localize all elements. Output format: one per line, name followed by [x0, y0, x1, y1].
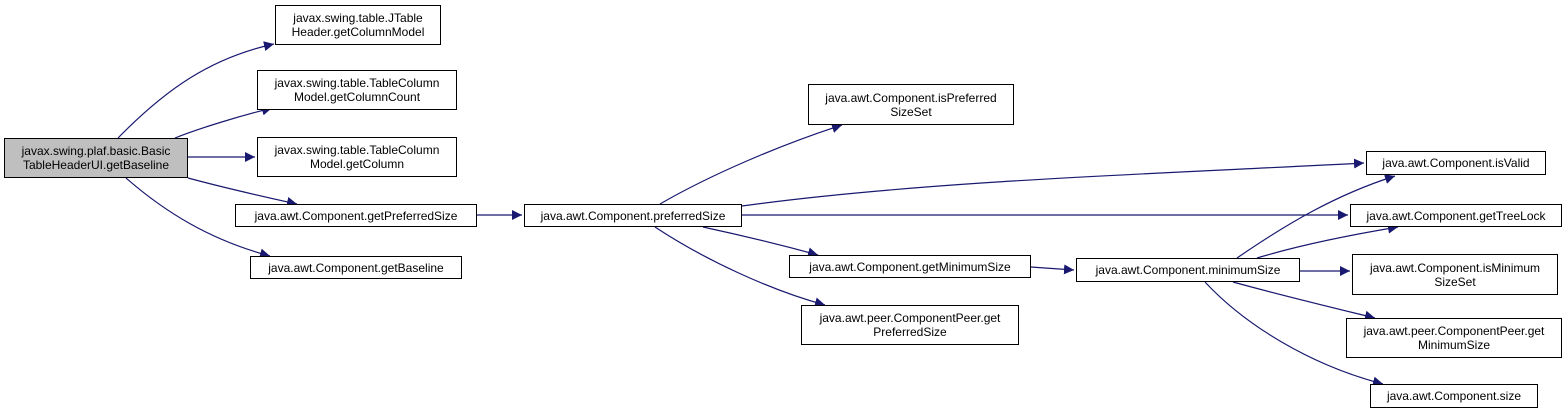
- node-componentpeer-getpreferredsize[interactable]: java.awt.peer.ComponentPeer.get Preferre…: [801, 305, 1019, 345]
- edge-preferredsize-to-isvalid: [741, 158, 1365, 207]
- node-label: java.awt.peer.ComponentPeer.get MinimumS…: [1363, 324, 1545, 352]
- edge-root-to-getcolumnmodel: [117, 41, 275, 139]
- node-jtableheader-getcolumnmodel[interactable]: javax.swing.table.JTable Header.getColum…: [275, 5, 441, 45]
- edge-preferredsize-to-ispreferredsizeset: [659, 123, 843, 205]
- node-label: javax.swing.table.TableColumn Model.getC…: [274, 143, 440, 171]
- node-component-isminimumsizeset[interactable]: java.awt.Component.isMinimum SizeSet: [1352, 254, 1558, 295]
- node-root: javax.swing.plaf.basic.Basic TableHeader…: [4, 138, 188, 178]
- node-component-getminimumsize[interactable]: java.awt.Component.getMinimumSize: [789, 255, 1031, 278]
- node-label: java.awt.Component.getPreferredSize: [254, 208, 458, 223]
- edge-minimumsize-to-size: [1204, 281, 1384, 387]
- node-label: java.awt.Component.isPreferred SizeSet: [825, 90, 997, 119]
- node-component-size[interactable]: java.awt.Component.size: [1370, 384, 1538, 408]
- node-label: java.awt.peer.ComponentPeer.get Preferre…: [819, 311, 1001, 339]
- node-label: java.awt.Component.isMinimum SizeSet: [1369, 260, 1541, 289]
- node-component-preferredsize[interactable]: java.awt.Component.preferredSize: [524, 204, 742, 227]
- node-componentpeer-getminimumsize[interactable]: java.awt.peer.ComponentPeer.get MinimumS…: [1346, 318, 1562, 358]
- node-label: java.awt.Component.size: [1386, 389, 1522, 403]
- node-component-isvalid[interactable]: java.awt.Component.isValid: [1366, 151, 1546, 175]
- edge-root-to-getpreferredsize: [187, 177, 298, 207]
- node-tablecolumnmodel-getcolumn[interactable]: javax.swing.table.TableColumn Model.getC…: [257, 137, 457, 177]
- edge-preferredsize-to-componentpeer-getpreferredsize: [654, 226, 826, 308]
- edge-minimumsize-to-componentpeer-getminimumsize: [1232, 281, 1376, 321]
- edge-getminimumsize-to-minimumsize: [1030, 264, 1075, 275]
- node-label: javax.swing.table.JTable Header.getColum…: [291, 11, 425, 39]
- node-label: java.awt.Component.minimumSize: [1095, 263, 1281, 277]
- node-tablecolumnmodel-getcolumncount[interactable]: javax.swing.table.TableColumn Model.getC…: [257, 70, 457, 110]
- node-label: java.awt.Component.preferredSize: [540, 208, 726, 223]
- node-label: java.awt.Component.getBaseline: [268, 260, 444, 275]
- edge-minimumsize-to-gettreelock: [1256, 223, 1399, 259]
- node-label: javax.swing.table.TableColumn Model.getC…: [274, 76, 440, 104]
- node-component-getbaseline[interactable]: java.awt.Component.getBaseline: [250, 256, 462, 279]
- node-component-ispreferredsizeset[interactable]: java.awt.Component.isPreferred SizeSet: [808, 84, 1014, 125]
- edge-preferredsize-to-getminimumsize: [702, 226, 819, 258]
- node-component-getpreferredsize[interactable]: java.awt.Component.getPreferredSize: [235, 204, 477, 227]
- node-component-minimumsize[interactable]: java.awt.Component.minimumSize: [1076, 258, 1300, 282]
- node-root-label: javax.swing.plaf.basic.Basic TableHeader…: [21, 144, 171, 172]
- edge-root-to-getbaseline: [125, 177, 271, 259]
- node-component-gettreelock[interactable]: java.awt.Component.getTreeLock: [1350, 204, 1562, 227]
- node-label: java.awt.Component.getTreeLock: [1366, 208, 1546, 223]
- edge-minimumsize-to-isvalid: [1236, 174, 1396, 259]
- edge-root-to-getcolumncount: [174, 105, 273, 139]
- node-label: java.awt.Component.getMinimumSize: [809, 259, 1011, 274]
- node-label: java.awt.Component.isValid: [1382, 156, 1530, 170]
